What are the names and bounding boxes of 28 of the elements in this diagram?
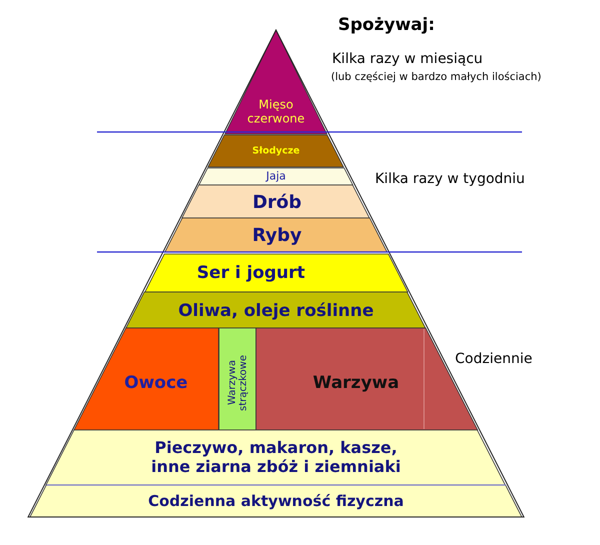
pyramid-section [126,292,426,328]
section-label: Owoce [124,372,188,394]
pyramid-section [46,430,506,485]
pyramid-section [144,254,408,292]
section-label: Pieczywo, makaron, kasze, inne ziarna zbóż i ziemniaki [150,438,402,476]
section-label: Jaja [266,169,286,183]
section-label: Warzywa strączkowe [227,354,249,414]
section-label: Słodycze [252,145,300,157]
frequency-label: Kilka razy w tygodniu [375,171,525,188]
pyramid-section [219,328,256,430]
section-label: Warzywa [312,372,400,394]
pyramid-section [199,168,353,185]
section-label: Ryby [252,225,302,247]
section-label: Drób [252,192,302,214]
pyramid-section [208,135,344,167]
heading: Spożywaj: [338,15,435,36]
pyramid-section [225,30,327,134]
section-label: Codzienna aktywność fizyczna [148,492,404,510]
pyramid-section [30,485,522,517]
section-label: Ser i jogurt [196,262,306,284]
section-label: Oliwa, oleje roślinne [178,300,374,322]
pyramid-section [165,218,387,252]
frequency-label: Codziennie [455,351,532,368]
section-label: Mięso czerwone [246,98,306,126]
note-text: (lub częściej w bardzo małych ilościach) [331,71,542,84]
pyramid-section [74,328,219,430]
pyramid-section [182,185,370,218]
frequency-label: Kilka razy w miesiącu [332,51,483,68]
